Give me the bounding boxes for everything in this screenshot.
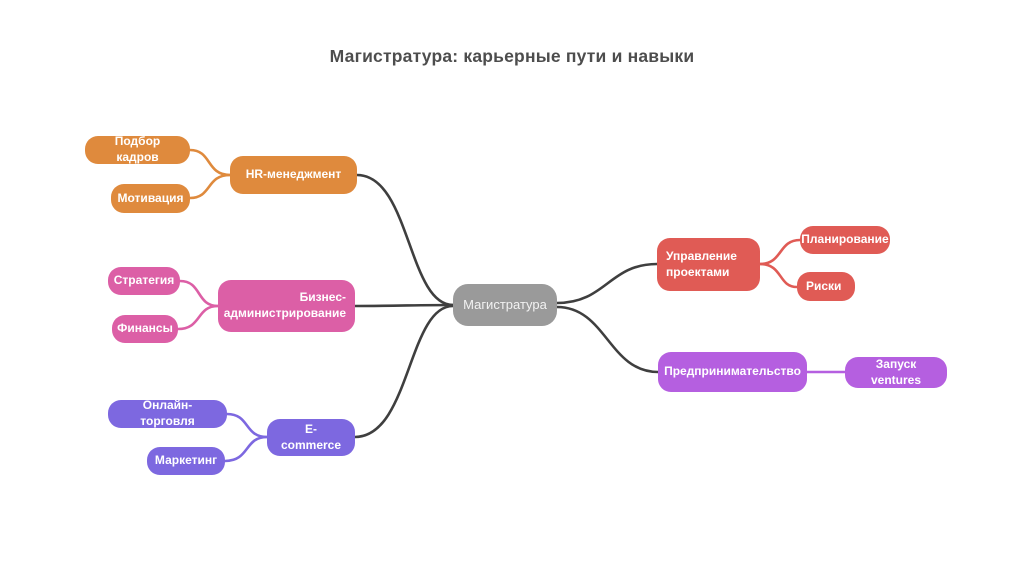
node-strategiya[interactable]: Стратегия (108, 267, 180, 295)
edge-center-to-entrepreneurship (555, 305, 660, 374)
node-magistratura-root[interactable]: Магистратура (453, 284, 557, 326)
edge-marketing-to-ecommerce (223, 435, 269, 463)
node-project-management[interactable]: Управление проектами (657, 238, 760, 291)
edge-hr-to-center (355, 173, 455, 307)
node-business-administration[interactable]: Бизнес- администрирование (218, 280, 355, 332)
node-online-torgovlya[interactable]: Онлайн-торговля (108, 398, 227, 428)
node-podbor-kadrov[interactable]: Подбор кадров (85, 134, 190, 164)
node-zapusk-ventures[interactable]: Запуск ventures (845, 357, 947, 388)
node-motivatsiya[interactable]: Мотивация (111, 184, 190, 213)
node-hr-management[interactable]: HR-менеджмент (230, 156, 357, 194)
edge-podbor-to-hr (188, 148, 232, 177)
node-marketing[interactable]: Маркетинг (147, 447, 225, 475)
diagram-title: Магистратура: карьерные пути и навыки (329, 46, 695, 66)
edge-online-trade-to-ecommerce (225, 412, 269, 439)
node-riski[interactable]: Риски (797, 272, 855, 301)
node-ecommerce[interactable]: E-commerce (267, 419, 355, 456)
edge-business-to-center (353, 303, 455, 308)
edge-motivation-to-hr (188, 173, 232, 200)
edge-ecommerce-to-center (353, 304, 455, 439)
node-entrepreneurship[interactable]: Предпринимательство (658, 352, 807, 392)
edge-projects-to-planning (758, 238, 802, 266)
edge-strategy-to-business (178, 279, 220, 308)
node-finansy[interactable]: Финансы (112, 315, 178, 343)
edge-projects-to-risks (758, 262, 799, 289)
edge-finance-to-business (176, 304, 220, 331)
node-planirovanie[interactable]: Планирование (800, 226, 890, 254)
edge-center-to-projects (555, 262, 659, 305)
